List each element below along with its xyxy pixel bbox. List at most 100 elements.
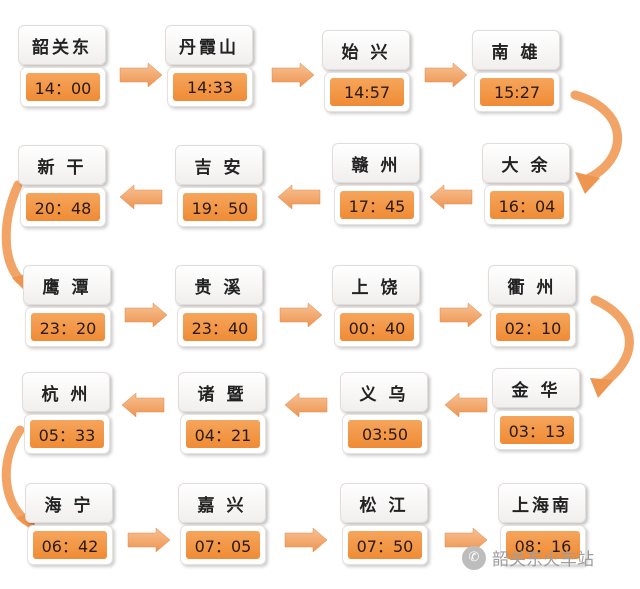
flow-arrow-left (121, 392, 165, 418)
station-time: 23：40 (183, 313, 257, 341)
station-time: 17：45 (340, 191, 414, 219)
station-1: 韶关东 14：00 (18, 25, 108, 107)
station-10: 贵 溪 23：40 (175, 265, 265, 347)
watermark-text: 韶关东火车站 (492, 550, 594, 570)
station-time: 14:57 (330, 78, 404, 106)
watermark: ✆ 韶关东火车站 (462, 545, 594, 570)
flow-arrow-left (277, 184, 321, 210)
turn-arrow-head-1 (575, 172, 600, 194)
station-time-box: 16：04 (484, 185, 570, 225)
station-17: 海 宁 06：42 (25, 483, 115, 565)
station-name: 吉 安 (175, 145, 263, 185)
station-time-box: 19：50 (177, 187, 263, 227)
station-name: 新 干 (18, 145, 106, 185)
station-20: 上海南 08：16 (498, 483, 588, 565)
station-time-box: 15:27 (474, 72, 560, 112)
station-time: 07：05 (186, 531, 260, 559)
station-7: 吉 安 19：50 (175, 145, 265, 227)
station-name: 上 饶 (332, 265, 420, 305)
station-time-box: 02：10 (490, 307, 576, 347)
station-name: 丹霞山 (165, 25, 253, 65)
station-name: 嘉 兴 (178, 483, 266, 523)
flow-arrow-left (444, 392, 488, 418)
station-time-box: 23：20 (25, 307, 111, 347)
station-time: 03:50 (348, 420, 422, 448)
station-time-box: 08：16 (500, 525, 586, 565)
flow-arrow-left (119, 184, 163, 210)
flow-arrow-right (119, 62, 163, 88)
station-time: 00：40 (340, 313, 414, 341)
station-time-box: 05：33 (24, 414, 110, 454)
turn-arrow-head-3 (590, 378, 614, 398)
flow-arrow-right (284, 527, 328, 553)
flow-arrow-right (424, 62, 468, 88)
station-12: 衢 州 02：10 (488, 265, 578, 347)
station-4: 南 雄 15:27 (472, 30, 562, 112)
station-time: 14:33 (173, 73, 247, 101)
station-time: 07：50 (348, 531, 422, 559)
station-18: 嘉 兴 07：05 (178, 483, 268, 565)
station-name: 大 余 (482, 143, 570, 183)
station-time: 23：20 (31, 313, 105, 341)
station-9: 鹰 潭 23：20 (23, 265, 113, 347)
station-time-box: 00：40 (334, 307, 420, 347)
station-name: 海 宁 (25, 483, 113, 523)
station-19: 松 江 07：50 (340, 483, 430, 565)
station-14: 义 乌 03:50 (340, 372, 430, 454)
station-time-box: 20：48 (20, 187, 106, 227)
station-time-box: 17：45 (334, 185, 420, 225)
station-name: 南 雄 (472, 30, 560, 70)
station-time: 16：04 (490, 191, 564, 219)
station-5: 大 余 16：04 (482, 143, 572, 225)
station-time: 05：33 (30, 420, 104, 448)
station-name: 金 华 (492, 368, 580, 408)
flow-arrow-right (124, 302, 168, 328)
station-name: 诸 暨 (178, 372, 266, 412)
flow-arrow-left (284, 392, 328, 418)
station-15: 诸 暨 04：21 (178, 372, 268, 454)
station-time: 20：48 (26, 193, 100, 221)
station-time-box: 04：21 (180, 414, 266, 454)
turn-arrow-right-1 (570, 90, 623, 185)
flow-arrow-right (271, 62, 315, 88)
turn-arrow-left-2 (1, 425, 30, 525)
station-6: 赣 州 17：45 (332, 143, 422, 225)
station-time-box: 07：50 (342, 525, 428, 565)
flow-arrow-right (439, 302, 483, 328)
station-time: 04：21 (186, 420, 260, 448)
station-11: 上 饶 00：40 (332, 265, 422, 347)
station-name: 衢 州 (488, 265, 576, 305)
station-3: 始 兴 14:57 (322, 30, 412, 112)
station-time-box: 07：05 (180, 525, 266, 565)
station-name: 义 乌 (340, 372, 428, 412)
station-time-box: 03:50 (342, 414, 428, 454)
station-name: 上海南 (498, 483, 586, 523)
station-8: 新 干 20：48 (18, 145, 108, 227)
flow-arrow-right (127, 527, 171, 553)
station-time: 08：16 (506, 531, 580, 559)
station-time: 19：50 (183, 193, 257, 221)
station-name: 贵 溪 (175, 265, 263, 305)
station-name: 赣 州 (332, 143, 420, 183)
station-time: 06：42 (33, 531, 107, 559)
station-2: 丹霞山 14:33 (165, 25, 255, 107)
station-time-box: 03：13 (494, 410, 580, 450)
flow-arrow-left (429, 184, 473, 210)
station-name: 鹰 潭 (23, 265, 111, 305)
station-time-box: 14:57 (324, 72, 410, 112)
station-16: 杭 州 05：33 (22, 372, 112, 454)
station-time: 14：00 (26, 73, 100, 101)
station-time: 02：10 (496, 313, 570, 341)
station-name: 杭 州 (22, 372, 110, 412)
turn-arrow-left-1 (1, 180, 25, 285)
station-time-box: 14:33 (167, 67, 253, 107)
station-time: 15:27 (480, 78, 554, 106)
flow-arrow-right (279, 302, 323, 328)
station-name: 始 兴 (322, 30, 410, 70)
wechat-icon: ✆ (462, 545, 486, 570)
station-time-box: 06：42 (27, 525, 113, 565)
station-name: 韶关东 (18, 25, 106, 65)
station-name: 松 江 (340, 483, 428, 523)
turn-arrow-right-2 (590, 295, 634, 390)
